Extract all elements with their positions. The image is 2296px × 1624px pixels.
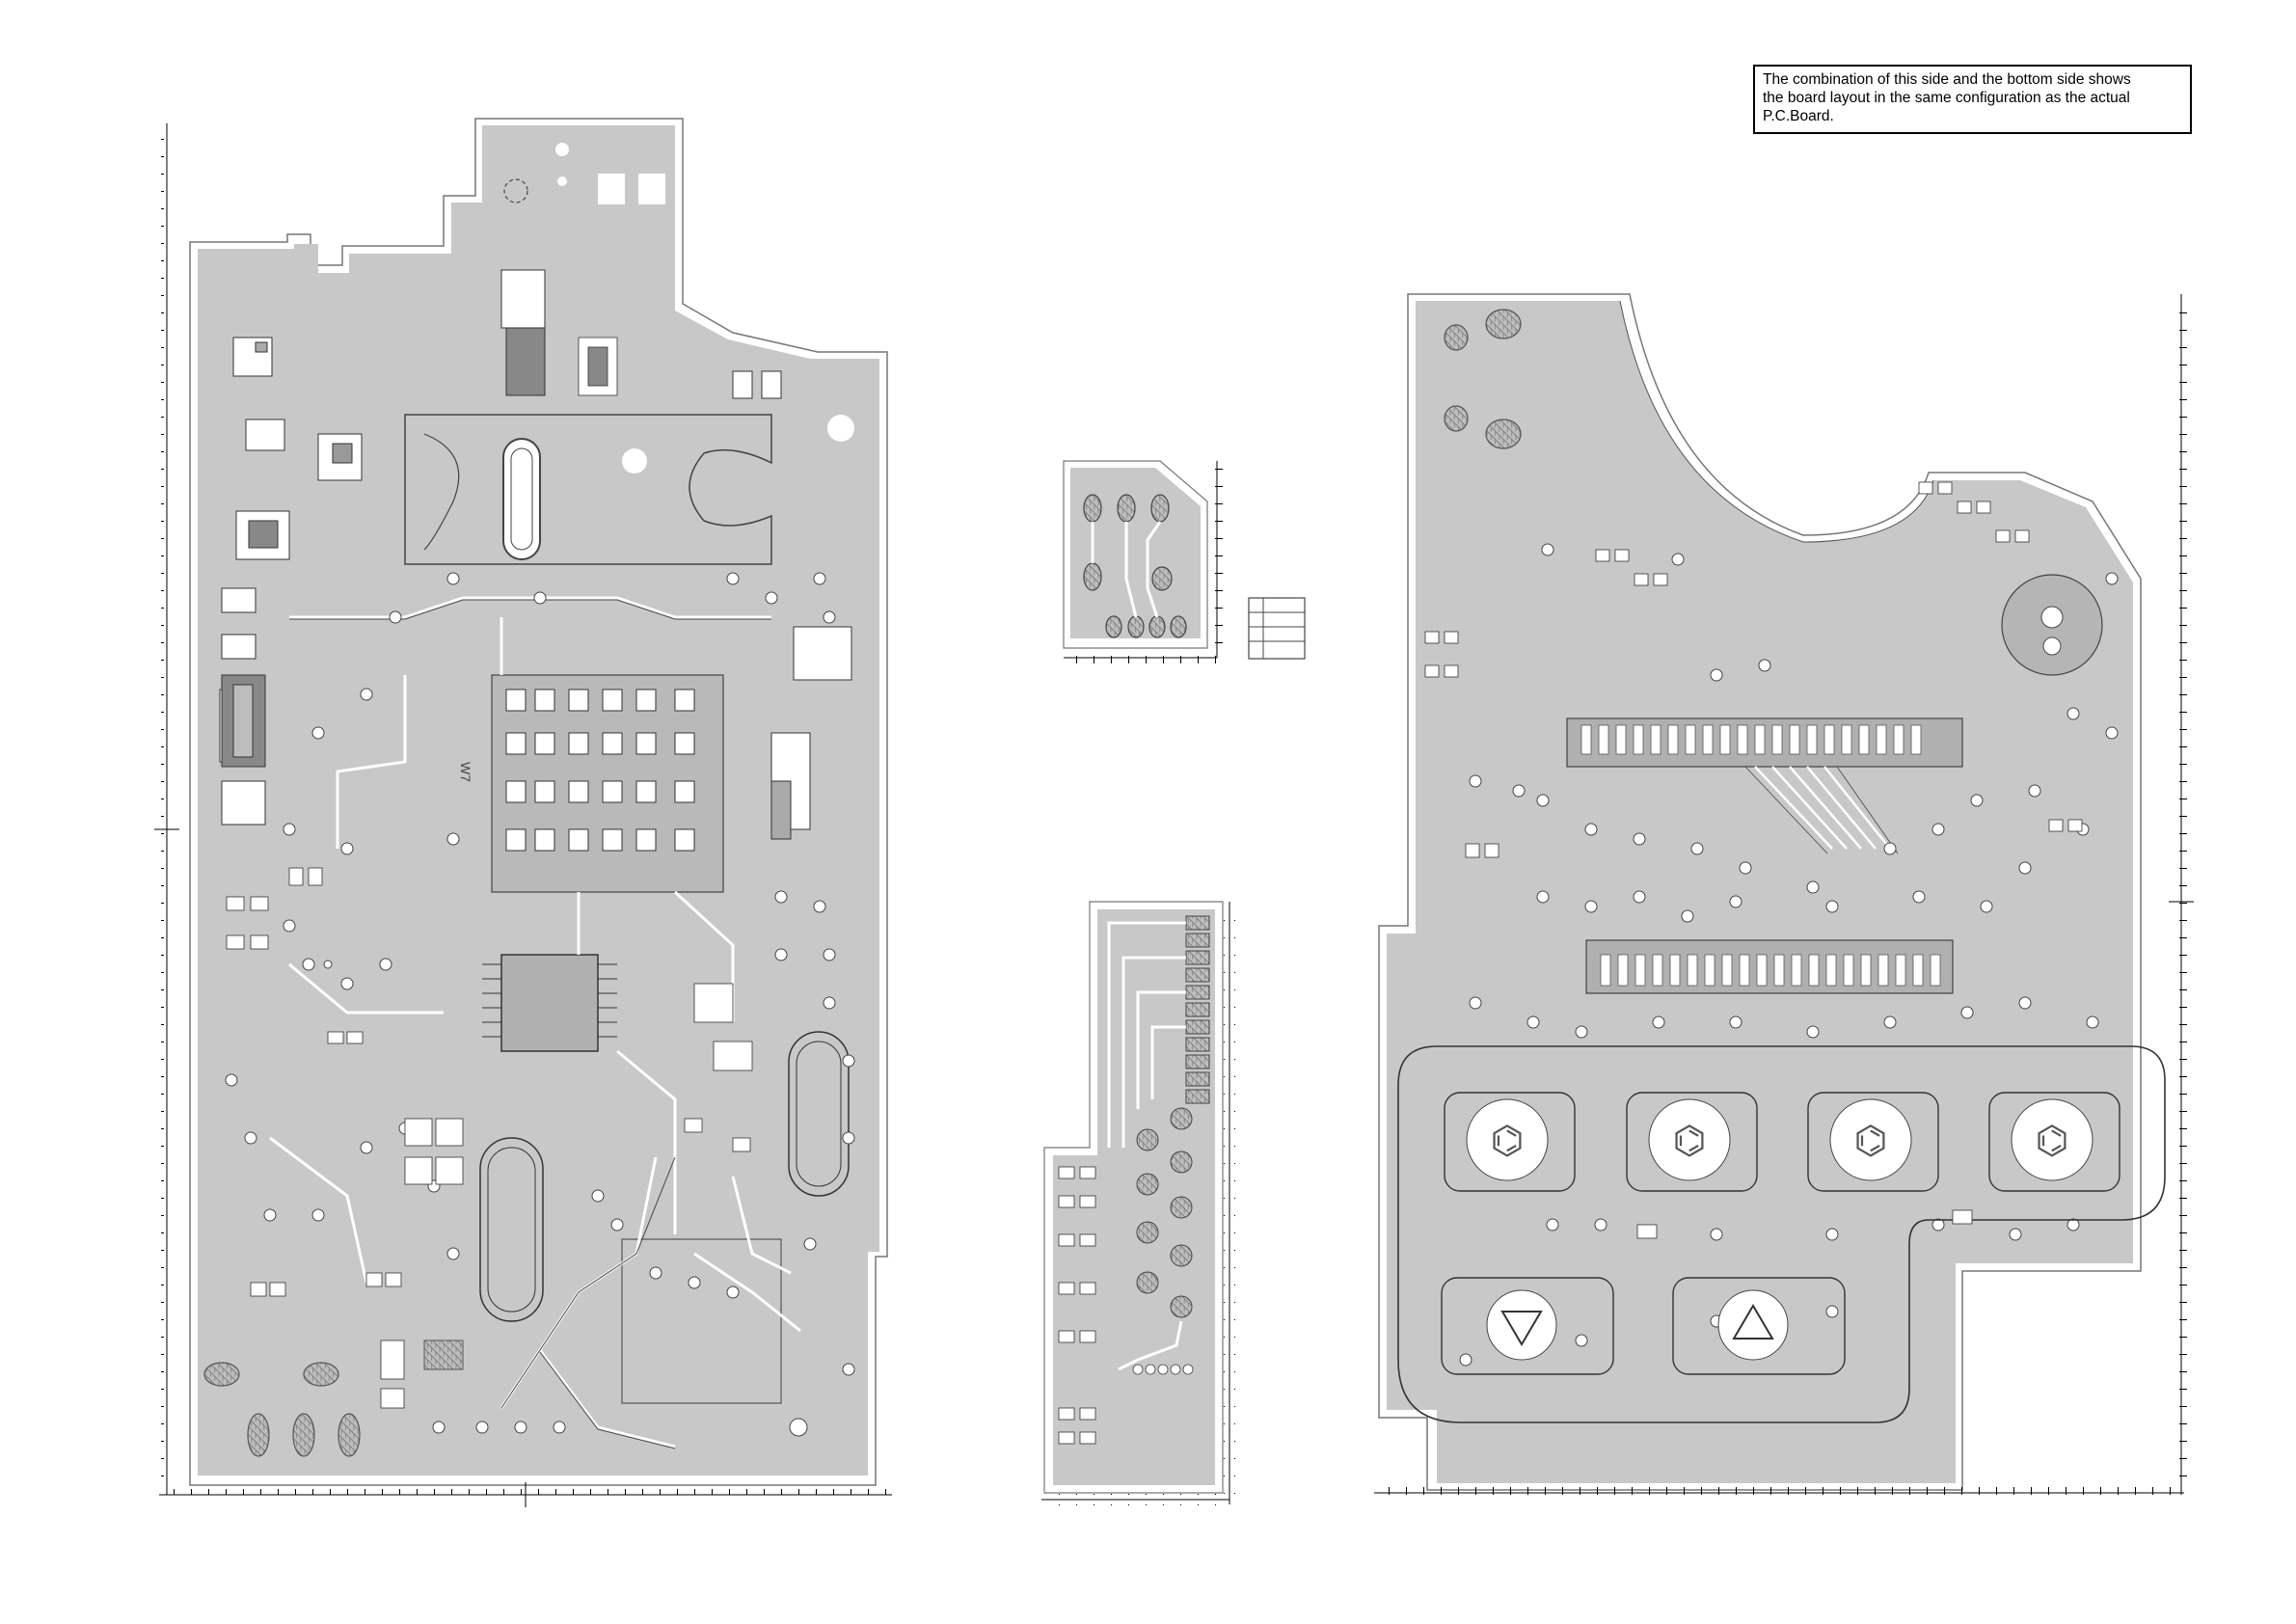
board-layout-note: The combination of this side and the bot…: [1753, 65, 2192, 134]
note-line-3: P.C.Board.: [1763, 107, 2182, 125]
round-key-icon: ⌬: [1673, 1119, 1707, 1163]
keypad-board: ⌬ ⌬ ⌬ ⌬: [1379, 294, 2165, 1490]
small-board-bottom: [1041, 902, 1235, 1505]
ic-marking: W7: [458, 762, 473, 782]
main-board: W7: [190, 119, 887, 1485]
small-board-top: [1064, 461, 1305, 663]
round-key-icon: ⌬: [2036, 1119, 2069, 1163]
note-line-2: the board layout in the same configurati…: [1763, 89, 2182, 107]
round-key-icon: ⌬: [1491, 1119, 1525, 1163]
note-line-1: The combination of this side and the bot…: [1763, 70, 2182, 89]
round-key-icon: ⌬: [1854, 1119, 1888, 1163]
